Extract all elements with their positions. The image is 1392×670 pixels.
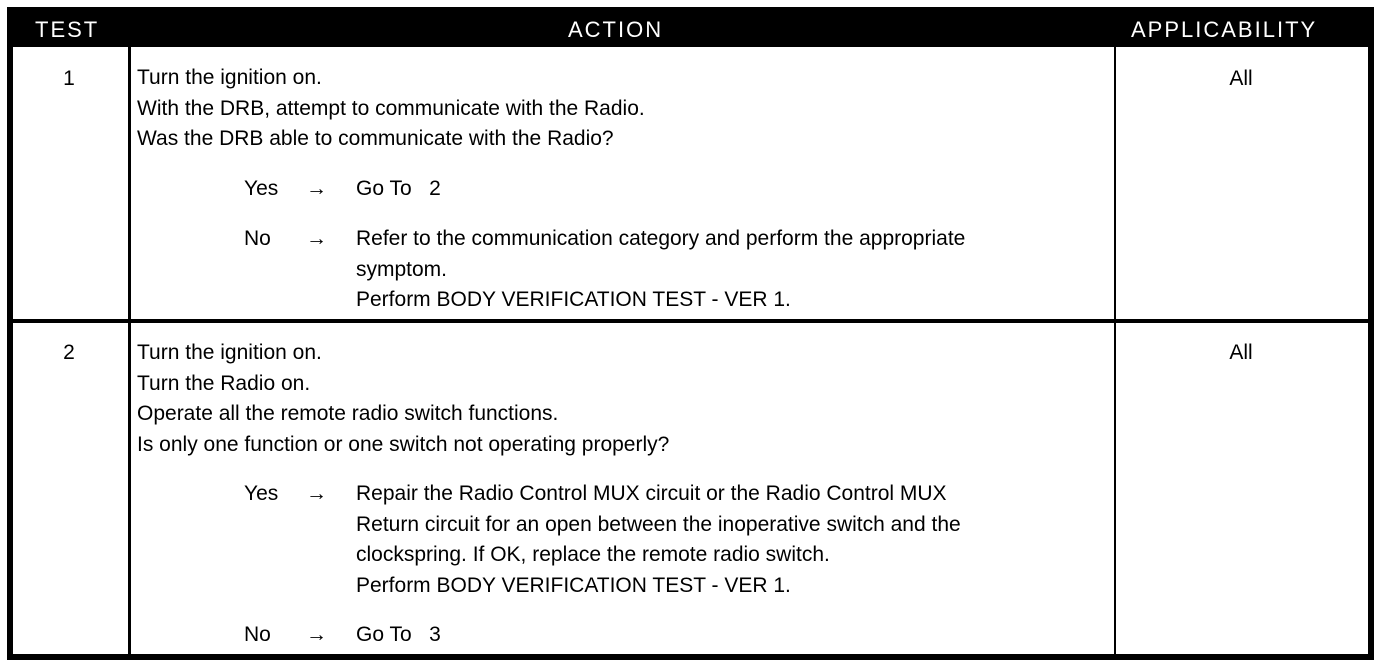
- table-header: TEST ACTION APPLICABILITY: [13, 13, 1368, 47]
- response-text: Perform BODY VERIFICATION TEST - VER 1.: [356, 573, 791, 597]
- response-answer: Yes: [244, 177, 279, 200]
- response-text: Return circuit for an open between the i…: [356, 512, 961, 536]
- header-action: ACTION: [568, 17, 664, 42]
- column-divider-test: [128, 13, 131, 654]
- action-line: Was the DRB able to communicate with the…: [137, 127, 614, 150]
- diagnostic-table: TEST ACTION APPLICABILITY 1 All Turn the…: [7, 7, 1374, 660]
- action-instructions: Turn the ignition on. With the DRB, atte…: [137, 63, 645, 155]
- action-line: With the DRB, attempt to communicate wit…: [137, 96, 645, 120]
- action-instructions: Turn the ignition on. Turn the Radio on.…: [137, 338, 669, 460]
- header-test: TEST: [35, 17, 100, 42]
- response-text: Perform BODY VERIFICATION TEST - VER 1.: [356, 288, 791, 311]
- test-number: 2: [63, 341, 75, 364]
- action-line: Turn the ignition on.: [137, 66, 322, 89]
- action-line: Operate all the remote radio switch func…: [137, 402, 559, 425]
- response-answer: No: [244, 227, 271, 250]
- response-answer: Yes: [244, 482, 279, 505]
- action-line: Is only one function or one switch not o…: [137, 432, 670, 456]
- applicability-value: All: [1229, 67, 1253, 90]
- arrow-icon: →: [306, 177, 327, 200]
- action-line: Turn the ignition on.: [137, 341, 322, 364]
- response-text: Go To 3: [356, 623, 441, 646]
- arrow-icon: →: [306, 482, 327, 505]
- action-line: Turn the Radio on.: [137, 371, 311, 395]
- response-text: clockspring. If OK, replace the remote r…: [356, 543, 830, 566]
- response-text: Refer to the communication category and …: [356, 227, 966, 250]
- test-number: 1: [63, 67, 75, 90]
- arrow-icon: →: [306, 227, 327, 250]
- response-text: Repair the Radio Control MUX circuit or …: [356, 482, 947, 505]
- column-divider-applicability: [1114, 47, 1116, 654]
- response-answer: No: [244, 623, 271, 646]
- header-applicability: APPLICABILITY: [1131, 17, 1318, 42]
- applicability-value: All: [1229, 341, 1253, 364]
- arrow-icon: →: [306, 623, 327, 646]
- response-text: symptom.: [356, 257, 448, 281]
- response-text: Go To 2: [356, 177, 441, 200]
- row-divider: [13, 319, 1368, 323]
